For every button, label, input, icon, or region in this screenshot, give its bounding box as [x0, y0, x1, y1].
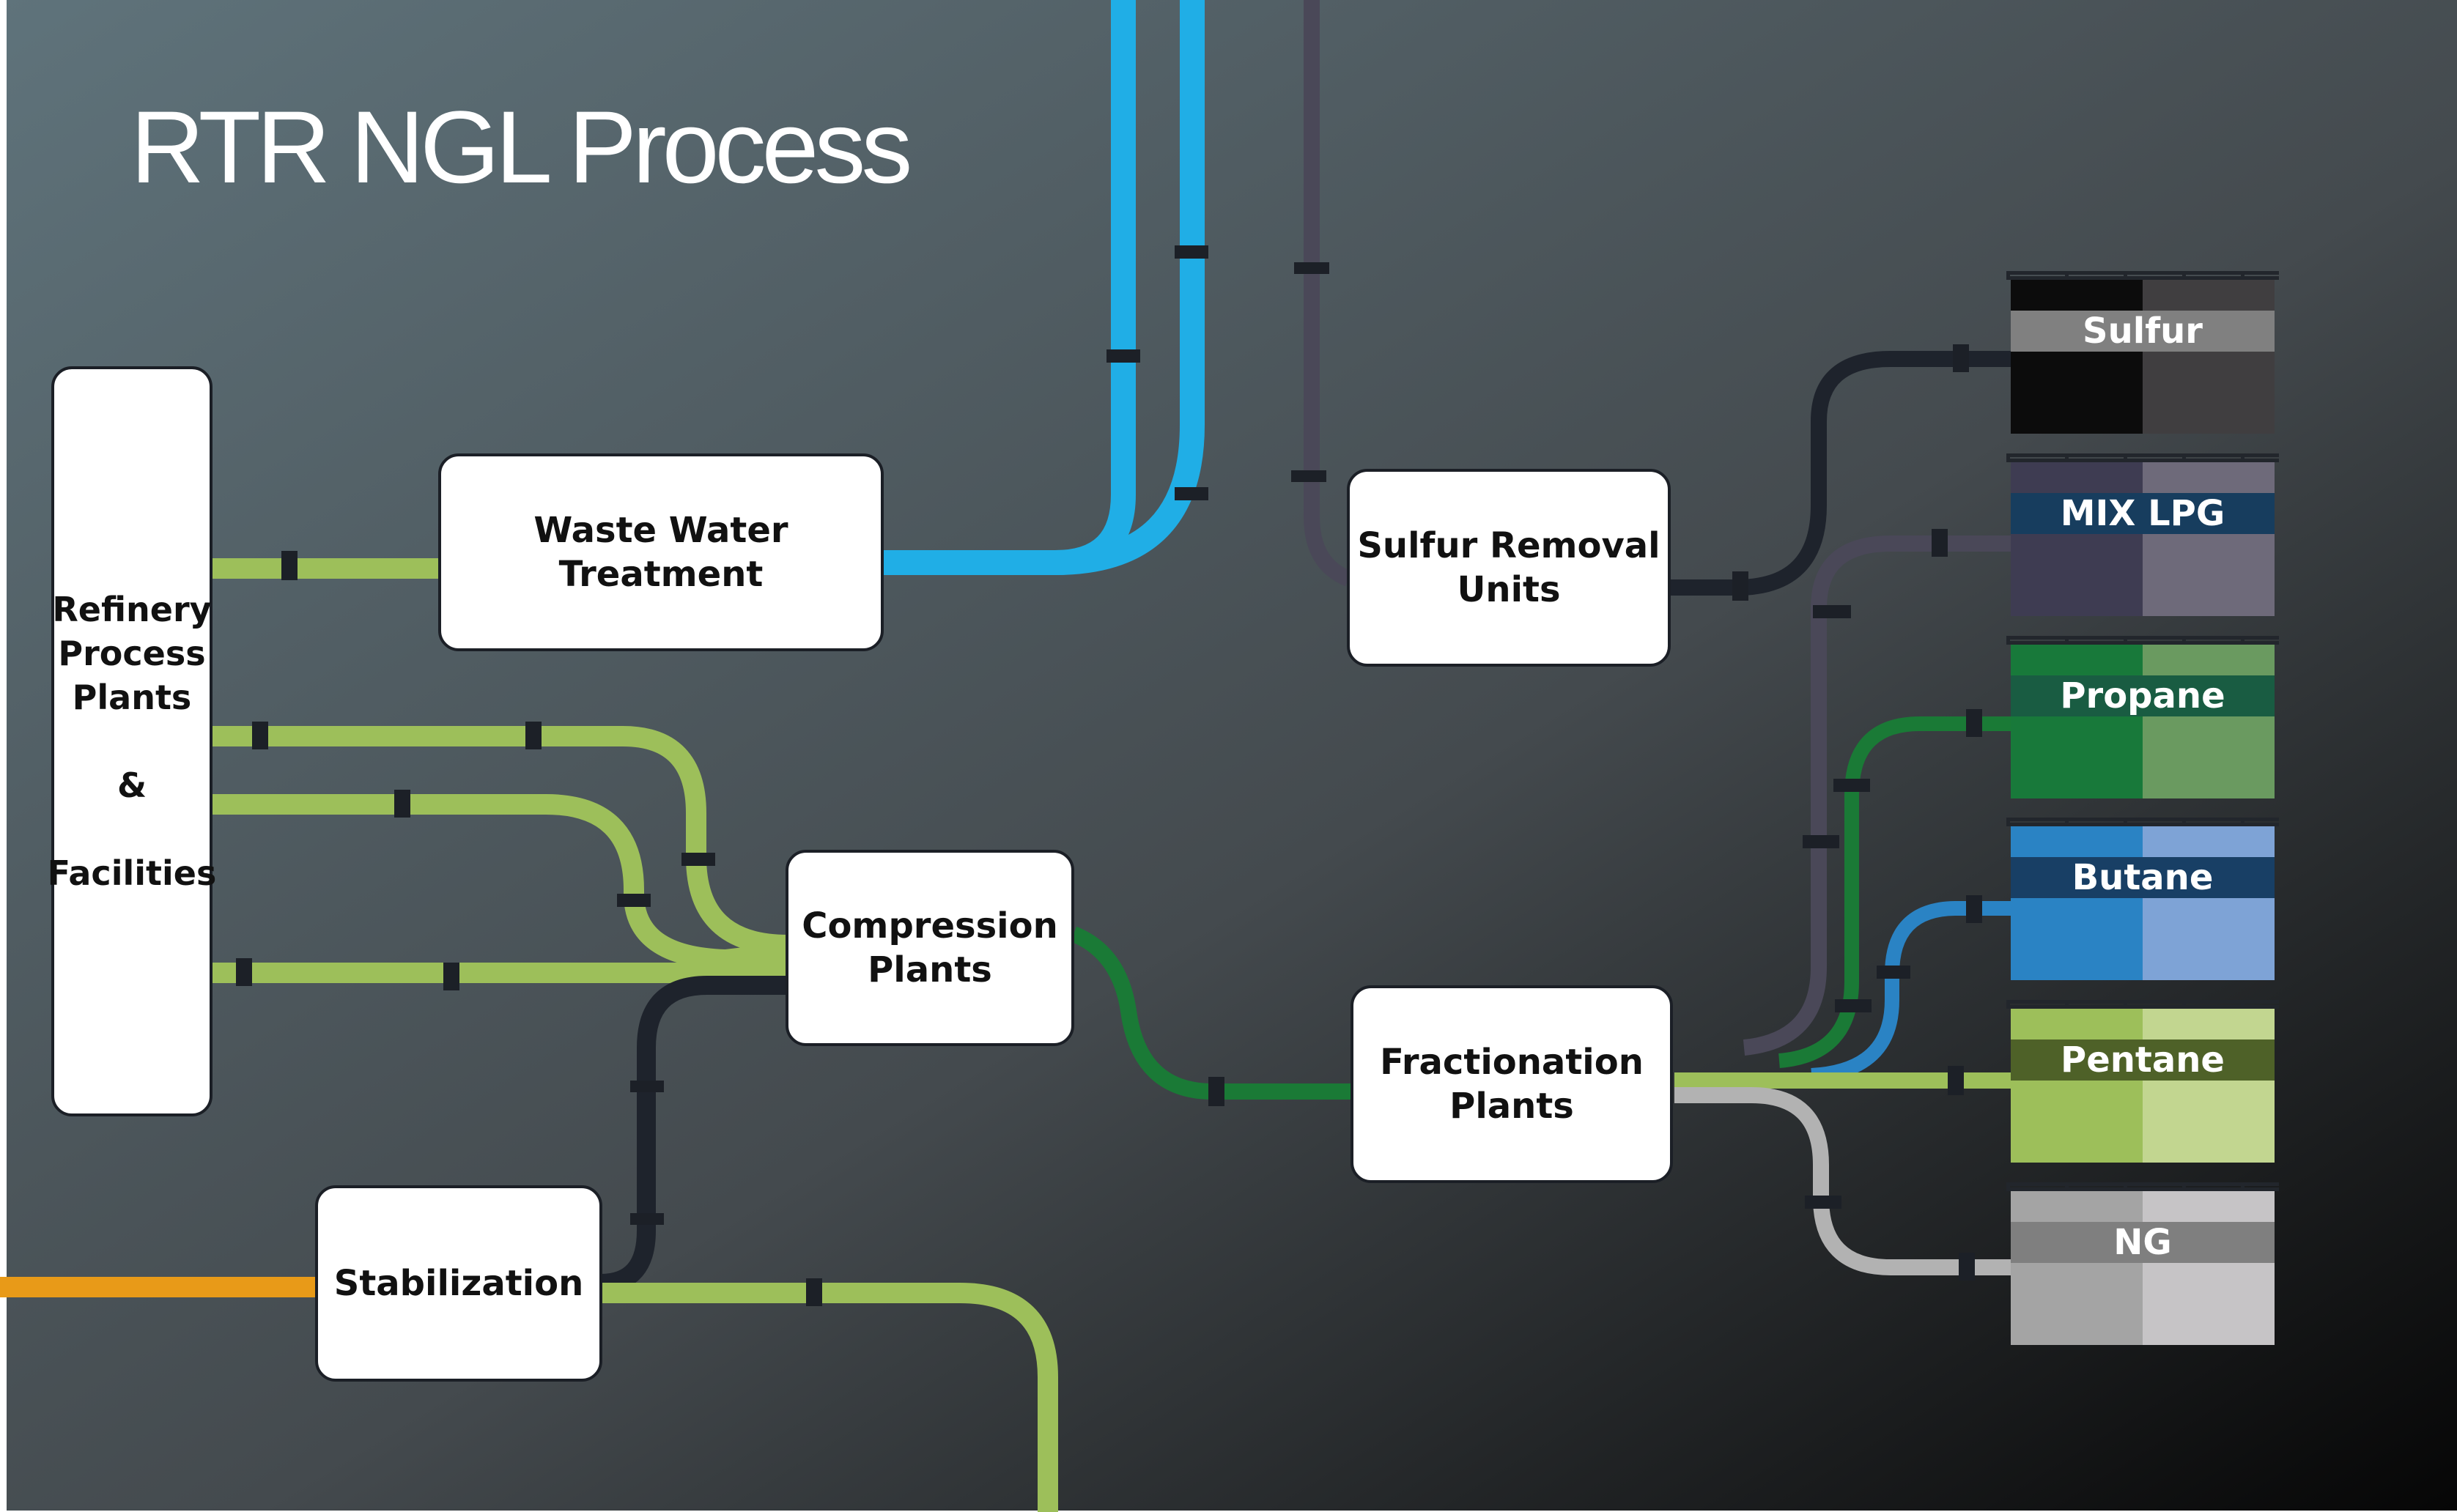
coupling: [1175, 245, 1208, 259]
tank-label: Butane: [2011, 857, 2275, 898]
coupling: [1803, 835, 1839, 848]
coupling: [1106, 349, 1140, 363]
tank-label: Propane: [2011, 675, 2275, 716]
pipe-compression-fractionation: [1070, 926, 1352, 1100]
coupling: [1291, 470, 1326, 482]
node-stabilization: Stabilization: [315, 1185, 602, 1382]
tank-pentane: Pentane: [2006, 1000, 2279, 1163]
tank-rail: [2006, 271, 2279, 280]
coupling: [252, 722, 268, 749]
coupling: [281, 551, 298, 580]
coupling: [525, 722, 542, 749]
tank-right-half: [2143, 826, 2275, 980]
tank-rail: [2006, 1182, 2279, 1191]
page-title: RTR NGL Process: [130, 89, 912, 204]
coupling: [1932, 529, 1948, 557]
bottom-edge: [0, 1511, 2457, 1512]
tank-left-half: [2011, 462, 2143, 616]
tank-left-half: [2011, 1191, 2143, 1345]
tank-ng: NG: [2006, 1182, 2279, 1345]
pipe-stabilization-out: [601, 1283, 1058, 1512]
tank-label: MIX LPG: [2011, 493, 2275, 534]
coupling: [1732, 571, 1748, 601]
tank-propane: Propane: [2006, 636, 2279, 798]
pipe-refinery-compression-2: [213, 794, 789, 970]
tank-left-half: [2011, 826, 2143, 980]
tank-rail: [2006, 453, 2279, 462]
coupling: [1833, 779, 1870, 792]
coupling: [1966, 895, 1982, 923]
node-refinery: Refinery Process Plants & Facilities: [48, 366, 216, 1116]
tank-left-half: [2011, 645, 2143, 798]
coupling: [681, 853, 715, 866]
coupling: [1877, 966, 1910, 979]
tank-right-half: [2143, 645, 2275, 798]
coupling: [1948, 1066, 1964, 1095]
tank-right-half: [2143, 280, 2275, 434]
pipe-sulfur-out: [1671, 351, 2011, 596]
tank-right-half: [2143, 462, 2275, 616]
pipe-mixlpg: [1743, 536, 2011, 1056]
tank-rail: [2006, 636, 2279, 645]
coupling: [1835, 999, 1872, 1012]
coupling: [443, 963, 459, 990]
coupling: [630, 1213, 664, 1225]
coupling: [806, 1278, 822, 1306]
coupling: [1966, 709, 1982, 737]
coupling: [1208, 1077, 1224, 1106]
coupling: [1175, 487, 1208, 500]
coupling: [1294, 262, 1329, 274]
node-sulfur-removal: Sulfur Removal Units: [1347, 469, 1671, 667]
coupling: [394, 790, 410, 818]
pipe-ng: [1674, 1087, 2011, 1275]
coupling: [1953, 344, 1969, 372]
tank-rail: [2006, 1000, 2279, 1009]
coupling: [1959, 1253, 1975, 1281]
node-fractionation: Fractionation Plants: [1351, 985, 1673, 1183]
pipe-refinery-compression-1: [213, 726, 788, 955]
tank-label: Sulfur: [2011, 311, 2275, 352]
coupling: [617, 894, 651, 907]
coupling: [1813, 605, 1851, 618]
node-compression: Compression Plants: [786, 850, 1074, 1046]
coupling: [236, 958, 252, 986]
left-edge: [0, 0, 7, 1512]
pipe-stabilization-compression: [600, 976, 788, 1293]
node-waste-water: Waste Water Treatment: [438, 453, 884, 651]
tank-label: Pentane: [2011, 1040, 2275, 1081]
coupling: [1805, 1196, 1841, 1209]
tank-left-half: [2011, 1009, 2143, 1163]
tank-sulfur: Sulfur: [2006, 271, 2279, 434]
pipe-butane: [1811, 901, 2011, 1083]
tank-label: NG: [2011, 1222, 2275, 1263]
tank-right-half: [2143, 1009, 2275, 1163]
pipe-propane: [1778, 716, 2011, 1068]
pipe-gas-sulfur: [1304, 0, 1352, 587]
coupling: [630, 1081, 664, 1092]
tank-butane: Butane: [2006, 818, 2279, 980]
pipe-water-outer: [1054, 0, 1205, 575]
tank-right-half: [2143, 1191, 2275, 1345]
tank-rail: [2006, 818, 2279, 826]
tank-mixlpg: MIX LPG: [2006, 453, 2279, 616]
tank-left-half: [2011, 280, 2143, 434]
